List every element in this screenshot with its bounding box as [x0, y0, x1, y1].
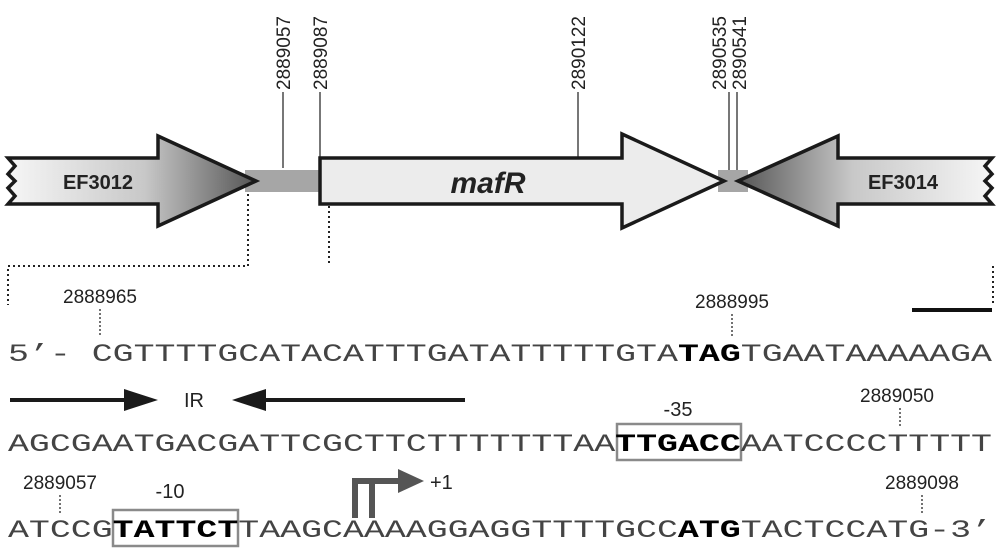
- coord-label-2890541: 2890541: [730, 16, 751, 90]
- stop-codon-tag: TAG: [678, 340, 741, 369]
- minus10-box: [111, 508, 240, 548]
- coord-label-2889057: 2889057: [274, 16, 295, 90]
- gene-arrow-ef3014: EF3014: [733, 133, 996, 229]
- seq-line3-part1: ATCCG: [8, 516, 113, 545]
- tss-arrow-head: [398, 469, 424, 493]
- coord-label-2889087: 2889087: [311, 16, 332, 90]
- seq-coord-2888965: 2888965: [63, 287, 137, 308]
- minus10-label: -10: [156, 481, 185, 503]
- gene-label-ef3014: EF3014: [868, 172, 939, 194]
- seq-line3-part2: TAAGCAAAAGGAGGTTTTGCC: [238, 516, 678, 545]
- intergenic-spacer-left: [245, 170, 323, 192]
- ir-arrow-left-head: [232, 389, 266, 411]
- top-coordinate-markers: 2889057 2889087 2890122 2890535 2890541: [274, 16, 751, 170]
- seq-line2-part2: AATCCCCTTTTT: [741, 430, 992, 459]
- tss-label: +1: [430, 472, 453, 494]
- gene-arrow-mafr: mafR: [318, 131, 729, 231]
- seq-coord-2889050: 2889050: [860, 386, 934, 407]
- ir-label: IR: [184, 390, 204, 412]
- seq-line1-part1: CGTTTTGCATACATTTGATATTTTTGTA: [92, 340, 678, 369]
- start-codon-atg: ATG: [678, 516, 741, 545]
- sequence-coordinates: 2888965 2888995 2889050 2889057 2889098: [23, 287, 959, 515]
- seq-line1-part2: TGAATAAAAAGA: [741, 340, 992, 369]
- zoom-line-left: [7, 194, 249, 305]
- seq-coord-2888995: 2888995: [695, 292, 769, 313]
- coord-label-2890122: 2890122: [569, 16, 590, 90]
- minus35-motif: TTGACC: [615, 430, 741, 459]
- seq-line3-part3: TACTCCATG: [741, 516, 929, 545]
- coord-label-2890535: 2890535: [710, 16, 731, 90]
- seq-line1-prefix: 5’-: [8, 340, 92, 369]
- gene-label-mafr: mafR: [450, 167, 525, 200]
- minus35-box: [615, 422, 743, 462]
- minus10-motif: TATTCT: [113, 516, 239, 545]
- seq-line3-suffix: -3’: [929, 516, 992, 545]
- intergenic-spacer-right: [718, 170, 748, 192]
- seq-line2-part1: AGCGAATGACGATTCGCTTCTTTTTTTAA: [8, 430, 615, 459]
- tss-arrow: [352, 478, 398, 518]
- seq-coord-2889098: 2889098: [885, 473, 959, 494]
- minus35-label: -35: [664, 399, 693, 421]
- gene-label-ef3012: EF3012: [63, 172, 133, 194]
- ir-arrow-right-head: [124, 389, 158, 411]
- gene-arrow-ef3012: EF3012: [4, 133, 261, 229]
- zoom-lines: [7, 194, 994, 305]
- inverted-repeat: IR: [10, 389, 465, 412]
- seq-coord-2889057: 2889057: [23, 473, 97, 494]
